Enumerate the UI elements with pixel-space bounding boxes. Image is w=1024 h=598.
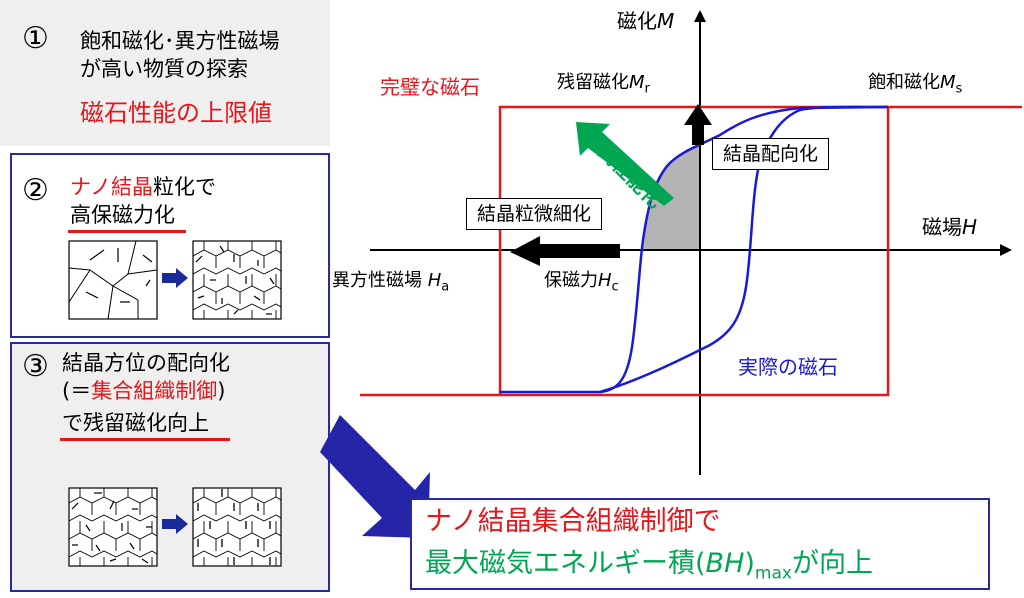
panel2-line1: ナノ結晶粒化で <box>70 174 216 200</box>
coarse-grain-icon <box>68 240 158 320</box>
panel-saturation-search <box>0 0 330 146</box>
panel3-line2: (＝集合組織制御) <box>62 378 225 404</box>
step-number-1: ① <box>22 21 49 56</box>
conclusion-line2-end: が向上 <box>791 548 873 579</box>
coercivity-label-sub: c <box>611 279 619 295</box>
conclusion-line2-close: ) <box>744 548 755 579</box>
conclusion-line1: ナノ結晶集合組織制御で <box>425 506 721 537</box>
panel3-underline <box>60 438 230 441</box>
conclusion-line2-var: BH <box>705 548 745 579</box>
aligned-grain-icon <box>192 487 282 567</box>
saturation-label: 飽和磁化Ms <box>868 72 962 101</box>
panel1-line2: が高い物質の探索 <box>80 57 248 81</box>
coercivity-label: 保磁力Hc <box>544 270 619 299</box>
conclusion-box <box>410 498 990 590</box>
anisotropy-label-var: H <box>427 270 442 291</box>
panel3-line3: で残留磁化向上 <box>62 410 209 436</box>
arrow-right-icon <box>162 514 188 534</box>
coercivity-label-var: H <box>598 270 612 291</box>
panel3-line3-pre: で <box>62 411 83 435</box>
big-arrow-icon <box>320 415 430 538</box>
step-number-2: ② <box>22 173 49 208</box>
orientation-arrow-icon <box>684 104 712 145</box>
x-axis-label: 磁場H <box>922 216 977 238</box>
perfect-magnet-loop-left <box>360 105 1022 397</box>
conclusion-line2-sub: max <box>754 563 792 584</box>
anisotropy-label-sub: a <box>441 279 450 295</box>
hysteresis-graph <box>360 10 1022 475</box>
panel3-line2-red: 集合組織制御 <box>91 379 218 403</box>
anisotropy-label-text: 異方性磁場 <box>332 270 422 291</box>
grain-refinement-box: 結晶粒微細化 <box>466 198 603 230</box>
panel3-line2-open: (＝ <box>62 379 92 403</box>
y-axis-label-text: 磁化 <box>617 9 657 33</box>
y-axis-arrowhead-icon <box>694 10 706 22</box>
panel2-line2: 高保磁力化 <box>70 203 175 227</box>
x-axis-label-var: H <box>962 215 978 239</box>
panel2-line1-rest: 粒化で <box>152 175 216 199</box>
conclusion-line2: 最大磁気エネルギー積(BH)maxが向上 <box>425 547 873 590</box>
panel3-line3-underlined: 残留磁化向上 <box>83 411 209 435</box>
remanence-label-var: M <box>629 72 645 93</box>
actual-magnet-upper-curve <box>500 105 889 394</box>
actual-magnet-lower-curve <box>599 105 889 394</box>
panel3-line1: 結晶方位の配向化 <box>62 351 230 375</box>
remanence-label-text: 残留磁化 <box>557 72 629 93</box>
step-number-3: ③ <box>22 349 49 384</box>
crystal-orientation-box: 結晶配向化 <box>712 138 830 170</box>
perfect-magnet-loop-right <box>500 107 890 397</box>
x-axis-label-text: 磁場 <box>922 215 962 239</box>
high-performance-arrow-icon <box>576 122 674 206</box>
panel3-line2-close: ) <box>217 379 226 403</box>
grain-refinement-arrow-icon <box>510 236 620 266</box>
perfect-magnet-label: 完璧な磁石 <box>380 75 480 99</box>
conclusion-line2-green: 最大磁気エネルギー積( <box>425 548 706 579</box>
random-oriented-grain-icon <box>68 487 158 567</box>
anisotropy-label: 異方性磁場 Ha <box>332 270 449 299</box>
panel2-underline <box>68 230 186 233</box>
arrow-right-icon <box>162 268 188 288</box>
saturation-label-sub: s <box>955 81 963 97</box>
panel1-line1: 飽和磁化･異方性磁場 <box>80 29 280 53</box>
fine-grain-icon <box>192 240 282 320</box>
x-axis-arrowhead-icon <box>1000 244 1012 256</box>
y-axis-label-var: M <box>657 9 675 33</box>
y-axis-label: 磁化M <box>617 10 674 32</box>
remanence-label-sub: r <box>644 81 650 97</box>
remanence-label: 残留磁化Mr <box>557 72 650 101</box>
panel1-highlight: 磁石性能の上限値 <box>80 99 272 127</box>
panel2-line1-red: ナノ結晶 <box>70 175 153 199</box>
coercivity-label-text: 保磁力 <box>544 270 598 291</box>
saturation-label-text: 飽和磁化 <box>868 72 940 93</box>
saturation-label-var: M <box>940 72 956 93</box>
actual-magnet-label: 実際の磁石 <box>738 355 838 379</box>
